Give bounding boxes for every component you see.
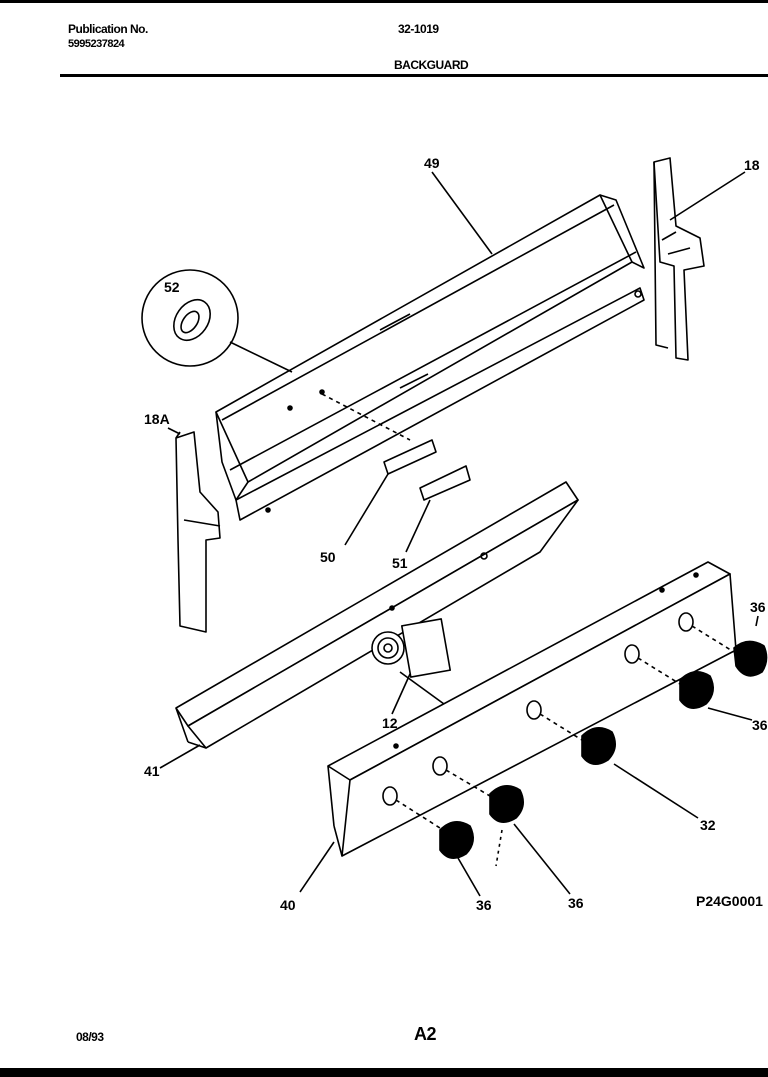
date-code: 08/93 <box>76 1030 104 1044</box>
header-rule <box>60 74 768 77</box>
callout-40: 40 <box>280 897 296 913</box>
part-12-switch <box>371 618 452 715</box>
parts-50-51-nameplates <box>321 393 471 553</box>
callout-36-right-mid: 36 <box>752 717 768 733</box>
callout-41: 41 <box>144 763 160 779</box>
part-52-detail-circle <box>141 269 293 373</box>
document-number: 32-1019 <box>398 22 439 36</box>
publication-number: 5995237824 <box>68 38 125 50</box>
callout-18A: 18A <box>144 411 170 427</box>
part-18A-left-end-cap <box>167 427 221 633</box>
section-title: BACKGUARD <box>394 58 469 72</box>
part-18-right-end-cap <box>653 157 746 361</box>
callout-51: 51 <box>392 555 408 571</box>
knobs-36-32 <box>439 640 768 859</box>
callout-12: 12 <box>382 715 398 731</box>
callout-36-bottom-right: 36 <box>568 895 584 911</box>
part-41-control-bracket <box>159 481 579 769</box>
callout-52: 52 <box>164 279 180 295</box>
callout-18: 18 <box>744 157 760 173</box>
figure-code: P24G0001 <box>696 893 763 909</box>
callout-36-bottom-left: 36 <box>476 897 492 913</box>
page-number: A2 <box>414 1024 437 1044</box>
part-40-control-panel <box>299 561 737 893</box>
knob-leaders <box>395 615 759 897</box>
publication-label: Publication No. <box>68 22 148 36</box>
callout-36-right-top: 36 <box>750 599 766 615</box>
callout-50: 50 <box>320 549 336 565</box>
part-49-backguard-panel <box>215 194 645 521</box>
callout-49: 49 <box>424 155 440 171</box>
bottom-border <box>0 1068 768 1077</box>
callout-32: 32 <box>700 817 716 833</box>
top-border <box>0 0 768 3</box>
